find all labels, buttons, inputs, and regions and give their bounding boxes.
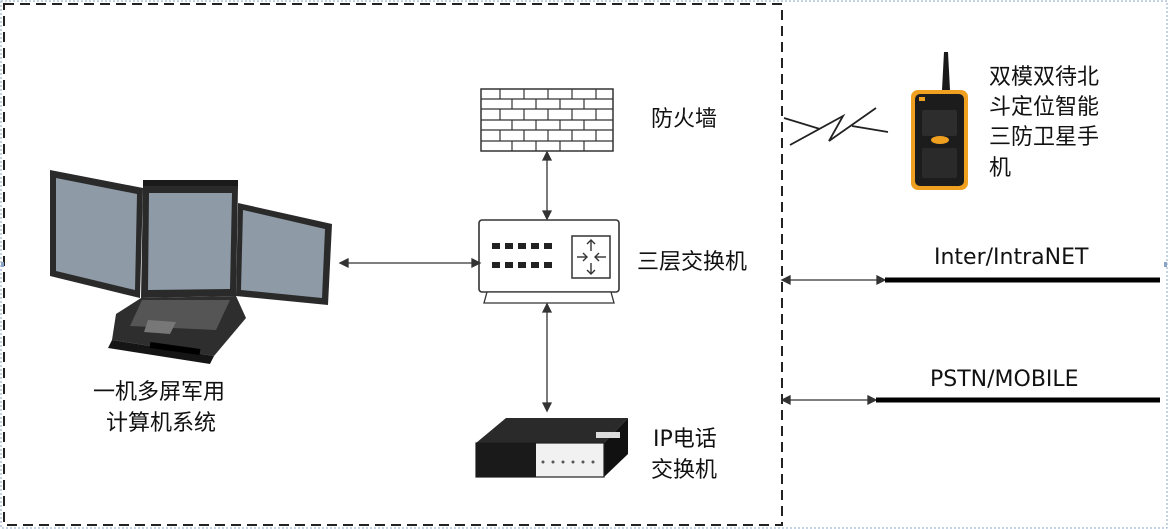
firewall-label: 防火墙: [651, 107, 718, 132]
firewall-icon: [480, 88, 614, 152]
internet-label: Inter/IntraNET: [934, 245, 1089, 270]
wireless-link-icon: [783, 107, 889, 146]
computer-label-line2: 计算机系统: [106, 411, 217, 436]
dashed-boundary: [3, 3, 783, 526]
frame-handle: [1164, 262, 1167, 267]
connectors: [338, 150, 887, 413]
phone-label-line3: 三防卫星手: [989, 125, 1100, 150]
frame-handle: [1, 262, 4, 267]
rugged-laptop-icon: [50, 170, 332, 364]
computer-label-line1: 一机多屏军用: [93, 380, 226, 405]
ip-pbx-icon: [475, 418, 628, 478]
ippbx-label-line2: 交换机: [651, 458, 718, 483]
pstn-label: PSTN/MOBILE: [930, 367, 1079, 392]
phone-label-line1: 双模双待北: [989, 65, 1100, 90]
ippbx-label-line1: IP电话: [653, 427, 717, 452]
phone-label-line2: 斗定位智能: [989, 95, 1100, 120]
layer3-switch-icon: [478, 219, 620, 304]
l3switch-label: 三层交换机: [637, 250, 748, 275]
satellite-phone-icon: [911, 52, 968, 190]
phone-label-line4: 机: [989, 156, 1012, 181]
